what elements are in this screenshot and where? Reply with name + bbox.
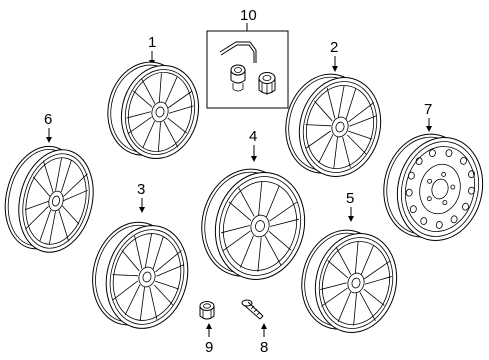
callout-1: 1: [148, 34, 156, 66]
callout-4: 4: [249, 128, 257, 162]
alloy-wheel-icon: [107, 61, 200, 160]
alloy-wheel-icon: [301, 229, 398, 333]
steel-wheel-icon: [383, 133, 484, 241]
wheel-lock-kit-icon: [206, 30, 289, 109]
callout-6-label: 6: [44, 111, 52, 128]
callout-9-label: 9: [205, 339, 213, 356]
alloy-wheel-icon: [201, 168, 306, 280]
alloy-wheel-icon: [4, 145, 94, 253]
callout-5: 5: [346, 190, 354, 222]
wheel-stud-icon: [241, 299, 264, 320]
callout-9: 9: [205, 323, 213, 356]
callout-1-label: 1: [148, 34, 156, 51]
callout-4-label: 4: [249, 128, 257, 145]
callout-8: 8: [260, 323, 268, 356]
callout-10-label: 10: [240, 7, 257, 24]
lug-nut-icon: [199, 301, 215, 320]
callout-10: 10: [240, 7, 257, 31]
callout-7-label: 7: [424, 101, 432, 118]
callout-2-label: 2: [330, 39, 338, 56]
callout-7: 7: [424, 101, 432, 132]
alloy-wheel-icon: [285, 73, 382, 177]
alloy-wheel-icon: [92, 221, 189, 329]
callout-6: 6: [44, 111, 52, 143]
callout-2: 2: [330, 39, 338, 72]
callout-8-label: 8: [260, 339, 268, 356]
callout-3: 3: [137, 181, 145, 213]
callout-5-label: 5: [346, 190, 354, 207]
callout-3-label: 3: [137, 181, 145, 198]
